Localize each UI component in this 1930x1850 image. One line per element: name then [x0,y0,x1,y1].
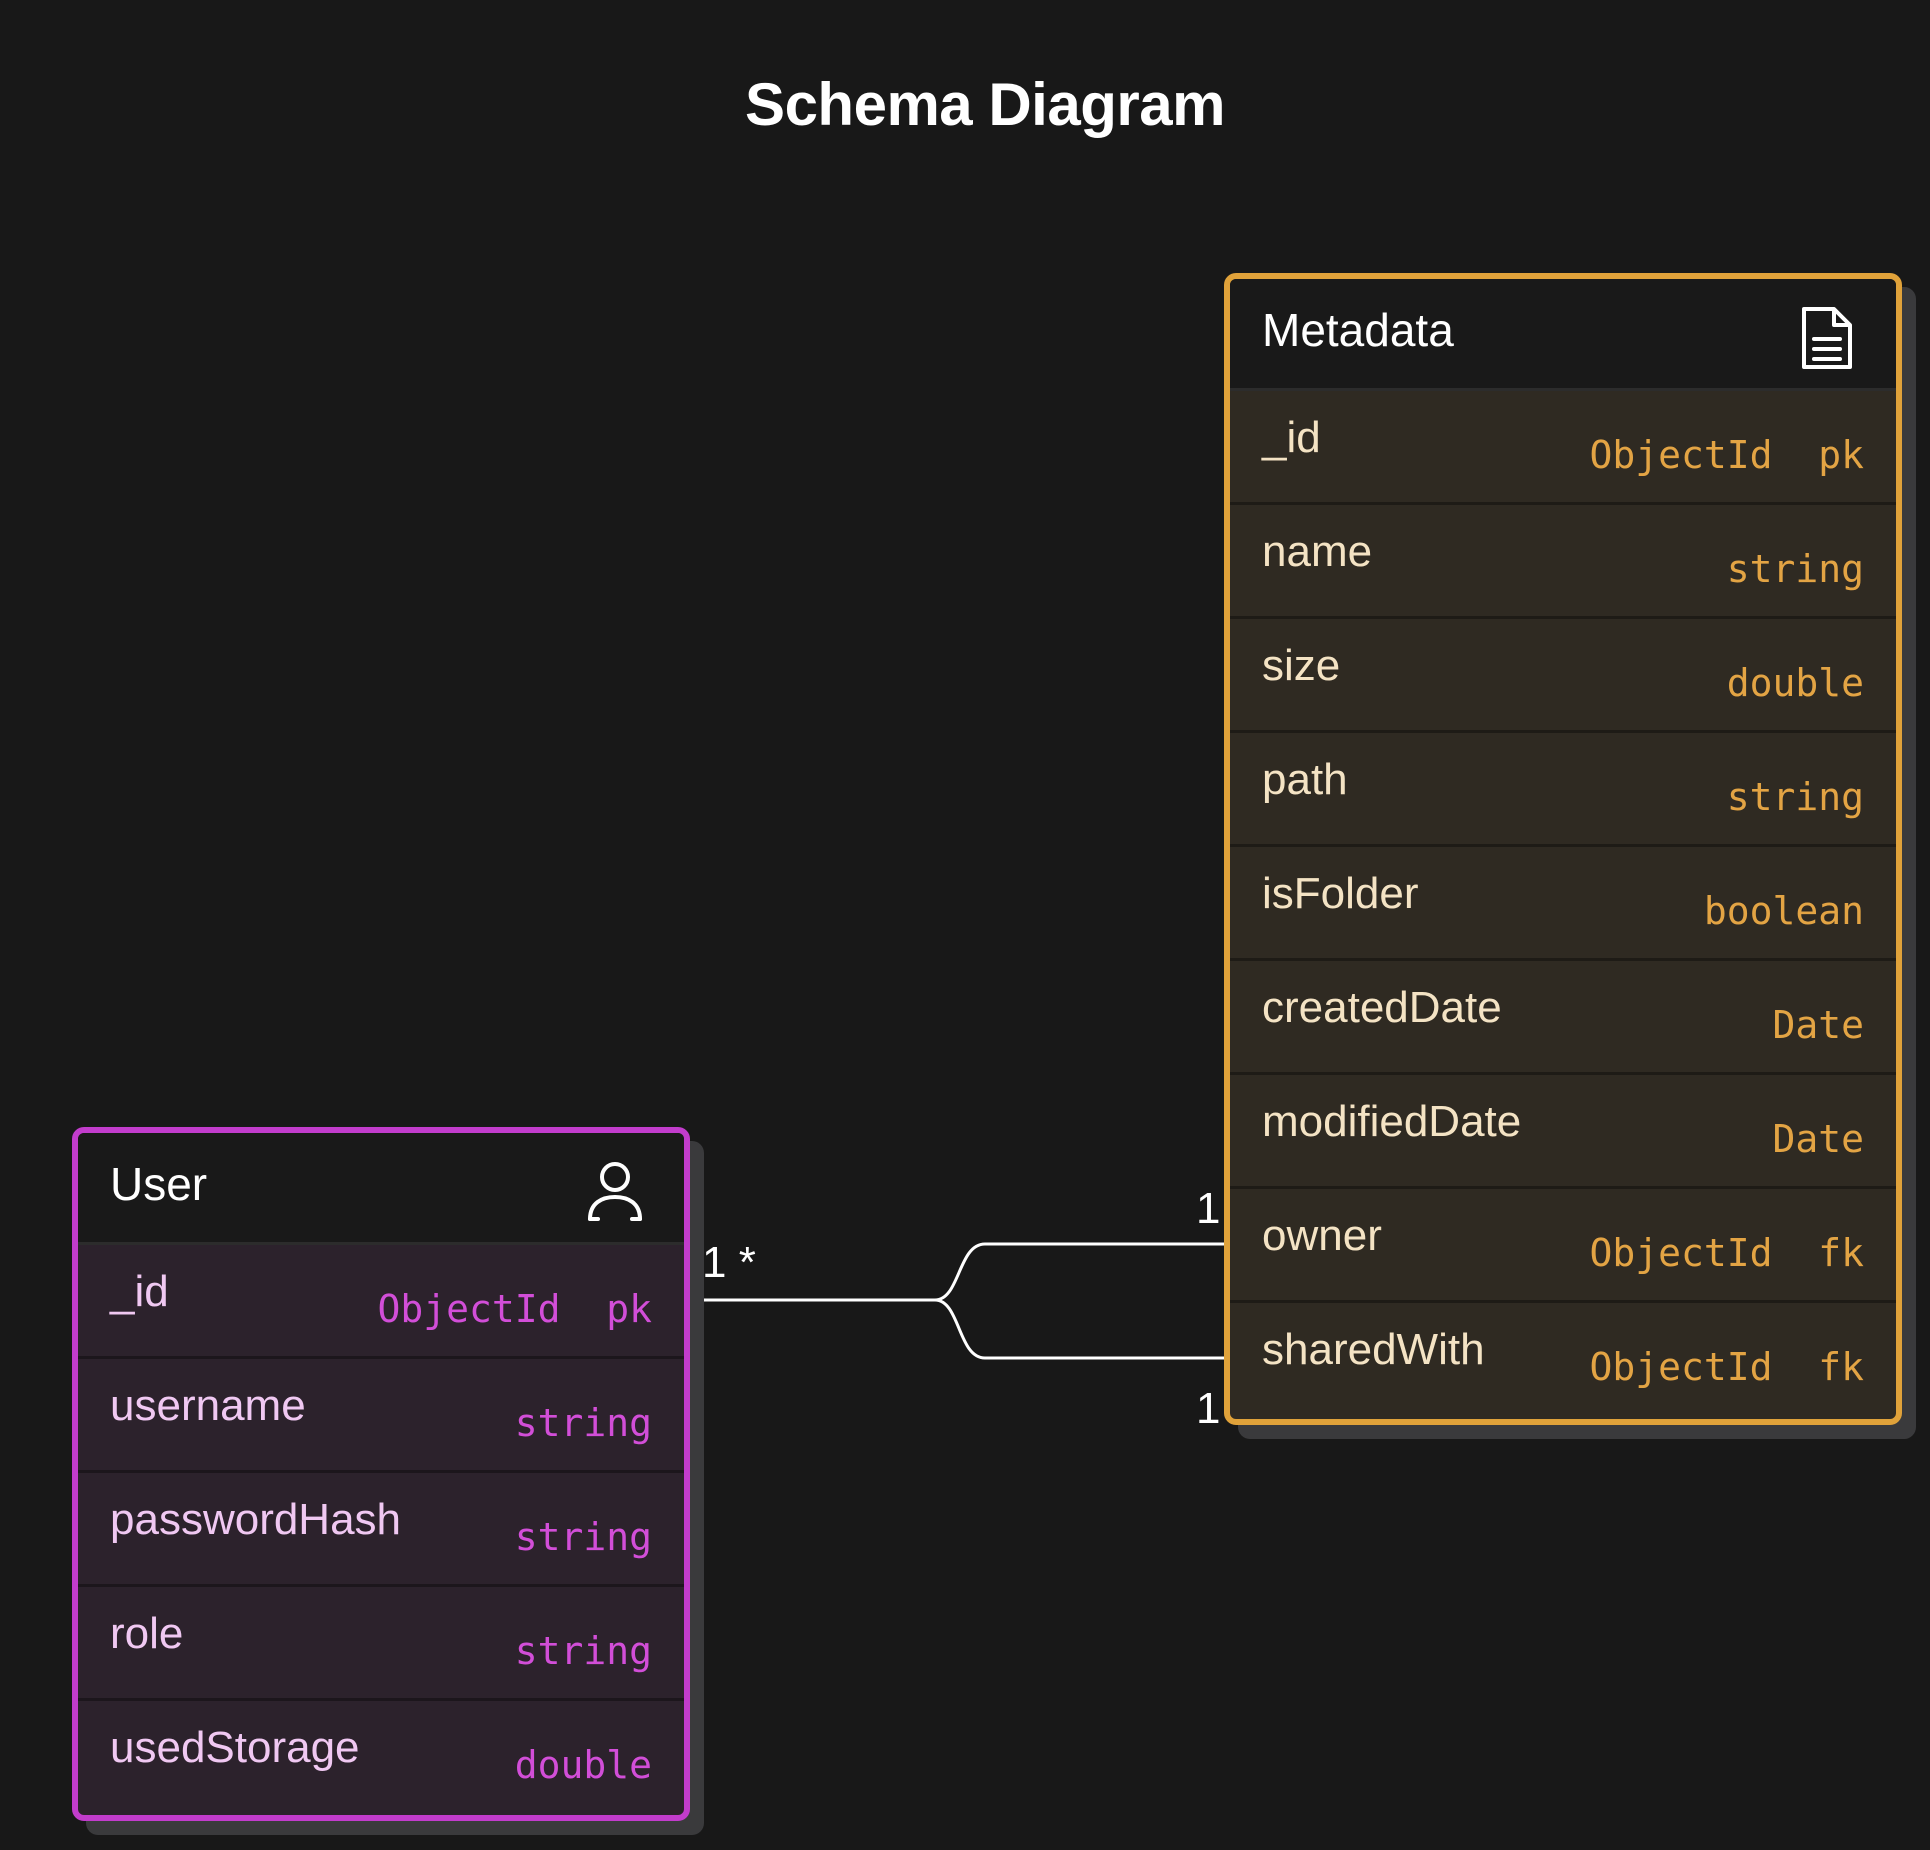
field-type: Date [1772,1003,1864,1047]
document-icon [1802,307,1852,369]
field-row-sharedwith[interactable]: sharedWith ObjectId fk [1230,1303,1896,1417]
field-type: ObjectId pk [1589,433,1864,477]
entity-header: User [78,1133,684,1245]
field-row-path[interactable]: path string [1230,733,1896,847]
field-row-owner[interactable]: owner ObjectId fk [1230,1189,1896,1303]
diagram-title: Schema Diagram [745,71,1225,138]
field-row-passwordhash[interactable]: passwordHash string [78,1473,684,1587]
entity-user[interactable]: User _id ObjectId pk username string pas… [72,1127,690,1821]
field-type: ObjectId pk [377,1287,652,1331]
field-name: size [1262,641,1341,690]
field-type: boolean [1703,889,1864,933]
field-type: string [1726,775,1864,819]
field-row-createddate[interactable]: createdDate Date [1230,961,1896,1075]
field-row-modifieddate[interactable]: modifiedDate Date [1230,1075,1896,1189]
field-name: name [1262,527,1373,576]
field-name: _id [110,1267,169,1316]
connector-branch-sharedwith [934,1298,1244,1360]
field-type: double [1726,661,1864,705]
field-type: Date [1772,1117,1864,1161]
field-name: role [110,1609,184,1658]
field-name: passwordHash [110,1495,402,1544]
field-name: path [1262,755,1348,804]
cardinality-sharedwith: 1 [1196,1384,1221,1433]
field-row-id[interactable]: _id ObjectId pk [1230,391,1896,505]
field-name: owner [1262,1211,1382,1260]
field-name: isFolder [1262,869,1419,918]
field-row-usedstorage[interactable]: usedStorage double [78,1701,684,1815]
entity-name: Metadata [1262,304,1454,356]
field-type: string [514,1401,652,1445]
field-row-username[interactable]: username string [78,1359,684,1473]
entity-name: User [110,1158,208,1210]
field-type: string [514,1629,652,1673]
field-name: usedStorage [110,1723,360,1772]
field-type: ObjectId fk [1589,1345,1864,1389]
field-row-id[interactable]: _id ObjectId pk [78,1245,684,1359]
person-icon [588,1162,642,1221]
field-type: ObjectId fk [1589,1231,1864,1275]
entity-header: Metadata [1230,279,1896,391]
field-row-role[interactable]: role string [78,1587,684,1701]
field-type: double [514,1743,652,1787]
cardinality-owner: 1 [1196,1184,1221,1233]
field-type: string [1726,547,1864,591]
field-name: sharedWith [1262,1325,1485,1374]
connector-branch-owner [934,1242,1244,1302]
field-row-name[interactable]: name string [1230,505,1896,619]
entity-metadata[interactable]: Metadata _id ObjectId pk name string siz… [1224,273,1902,1425]
field-type: string [514,1515,652,1559]
field-row-size[interactable]: size double [1230,619,1896,733]
cardinality-source: 1 * [702,1238,756,1287]
field-row-isfolder[interactable]: isFolder boolean [1230,847,1896,961]
field-name: username [110,1381,306,1430]
field-name: _id [1262,413,1321,462]
field-name: createdDate [1262,983,1502,1032]
field-name: modifiedDate [1262,1097,1522,1146]
